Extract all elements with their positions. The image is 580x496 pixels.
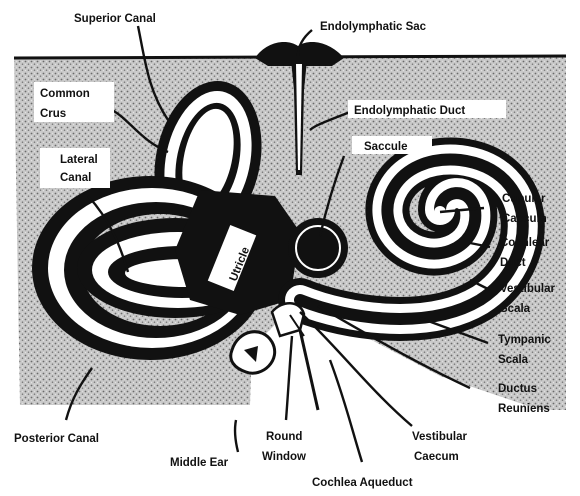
label-vestibular-scala-line2: Scala bbox=[500, 303, 531, 315]
label-ductus-reuniens-line2: Reuniens bbox=[498, 403, 550, 415]
label-tympanic-scala-line2: Scala bbox=[498, 354, 529, 366]
label-middle-ear: Middle Ear bbox=[170, 457, 229, 469]
label-cupular-caecum-line1: Cupular bbox=[502, 193, 546, 205]
label-superior-canal: Superior Canal bbox=[74, 13, 156, 25]
label-saccule: Saccule bbox=[364, 141, 407, 153]
label-cochlea-aqueduct: Cochlea Aqueduct bbox=[312, 477, 413, 489]
saccule-shape bbox=[288, 218, 348, 278]
label-lateral-canal-line2: Canal bbox=[60, 172, 91, 184]
label-cochlear-duct-line1: Cochlear bbox=[500, 237, 550, 249]
label-common-crus-line2: Crus bbox=[40, 108, 66, 120]
label-vestibular-scala-line1: Vestibular bbox=[500, 283, 555, 295]
label-round-window-line1: Round bbox=[266, 431, 302, 443]
label-vestibular-caecum-line2: Caecum bbox=[414, 451, 459, 463]
label-cochlear-duct-line2: Duct bbox=[500, 257, 526, 269]
label-cupular-caecum-line2: Caecum bbox=[502, 213, 547, 225]
label-posterior-canal: Posterior Canal bbox=[14, 433, 99, 445]
label-ductus-reuniens-line1: Ductus bbox=[498, 383, 537, 395]
label-lateral-canal-line1: Lateral bbox=[60, 154, 98, 166]
label-tympanic-scala-line1: Tympanic bbox=[498, 334, 551, 346]
label-endolymphatic-sac: Endolymphatic Sac bbox=[320, 21, 427, 33]
label-vestibular-caecum-line1: Vestibular bbox=[412, 431, 467, 443]
label-endolymphatic-duct: Endolymphatic Duct bbox=[354, 105, 465, 117]
label-common-crus-line1: Common bbox=[40, 88, 90, 100]
label-round-window-line2: Window bbox=[262, 451, 306, 463]
